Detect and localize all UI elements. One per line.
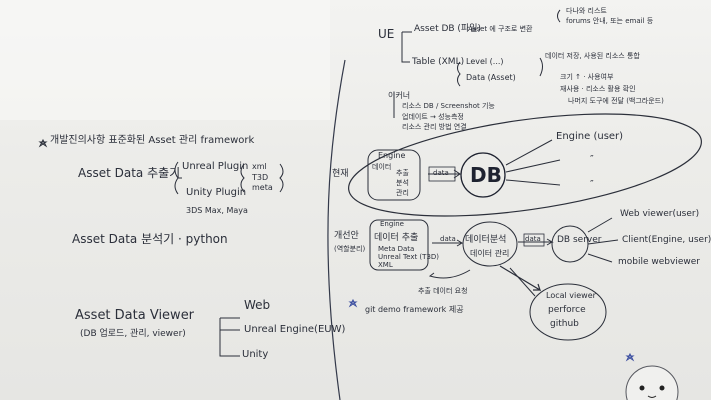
format-t3d: T3D (252, 173, 269, 182)
engine-note-2: 업데이트 → 성능측정 (402, 113, 464, 121)
improve-label: 개선안 (334, 231, 359, 241)
unreal-plugin-label: Unreal Plugin (182, 161, 249, 172)
engine-box-title: Engine (378, 151, 406, 160)
ditto-1: ″ (590, 154, 594, 165)
extract-item-2: Unreal Text (T3D) (378, 253, 440, 261)
perforce-label: perforce (548, 305, 586, 315)
data-label: Data (Asset) (466, 73, 516, 82)
viewer-label: Asset Data Viewer (75, 308, 195, 323)
asset-db-label: Asset DB (파일) (414, 24, 482, 34)
db-circle-label: DB (470, 163, 502, 187)
db-server-label: DB server (557, 235, 602, 245)
extract-title: 데이터 추출 (374, 233, 419, 243)
extract-item-3: XML (378, 261, 393, 269)
analyzer-label: Asset Data 분석기 · python (72, 232, 228, 246)
viewer-target-unity: Unity (242, 349, 269, 360)
extract-item-1: Meta Data (378, 245, 415, 253)
engine-section-label: 이커너 (388, 91, 411, 100)
request-label: 추출 데이터 요청 (418, 287, 468, 295)
output-web-viewer: Web viewer(user) (620, 209, 700, 219)
left-heading: 개발진의사항 표준화된 Asset 관리 framework (50, 135, 255, 146)
table-label: Table (XML) (412, 57, 465, 67)
analysis-data-tag: data (525, 235, 541, 243)
table-note: 데이터 저장, 사용된 리소스 통합 (545, 52, 640, 60)
mid-note-2: 재사용 · 리소스 활용 확인 (560, 85, 636, 93)
engine-item-1: 데이터 (372, 163, 392, 171)
viewer-target-web: Web (244, 298, 271, 312)
github-label: github (550, 319, 579, 329)
engine-note-1: 리소스 DB / Screenshot 기능 (402, 102, 495, 110)
extract-data-tag: data (440, 235, 456, 243)
current-label: 현재 (332, 169, 349, 179)
improve-engine-title: Engine (380, 220, 404, 228)
local-viewer-label: Local viewer (546, 291, 596, 300)
top-note-1: 다나와 리스트 (566, 7, 607, 15)
git-demo-label: git demo framework 제공 (365, 305, 464, 314)
mid-note-1: 크기 ↑ · 사용여부 (560, 73, 614, 81)
viewer-note: (DB 업로드, 관리, viewer) (80, 329, 186, 339)
max-maya-label: 3DS Max, Maya (186, 206, 248, 215)
extractor-label: Asset Data 추출기 (78, 166, 181, 180)
asset-db-note: Asset 에 구조로 변환 (468, 25, 533, 33)
improve-sub: (역할분리) (334, 245, 366, 253)
engine-item-4: 관리 (396, 189, 409, 197)
output-client: Client(Engine, user) (622, 235, 711, 245)
ditto-2: ″ (590, 179, 594, 190)
engine-user-label: Engine (user) (556, 131, 624, 142)
data-arrow-label: data (433, 169, 449, 177)
unity-plugin-label: Unity Plugin (186, 187, 247, 198)
level-label: Level (...) (466, 57, 504, 66)
engine-note-3: 리소스 관리 방법 연결 (402, 123, 467, 131)
format-xml: xml (252, 162, 267, 171)
mid-note-3: 나머지 도구에 전달 (백그라운드) (568, 97, 664, 105)
analysis-sub: 데이터 관리 (470, 249, 510, 258)
analysis-title: 데이터분석 (465, 235, 507, 245)
viewer-target-unreal: Unreal Engine(EUW) (244, 324, 346, 335)
ue-label: UE (378, 27, 395, 41)
format-meta: meta (252, 183, 273, 192)
top-note-2: forums 안내, 또는 email 등 (566, 17, 654, 25)
engine-item-3: 분석 (396, 179, 409, 187)
output-mobile: mobile webviewer (618, 257, 700, 267)
engine-item-2: 추출 (396, 169, 409, 177)
